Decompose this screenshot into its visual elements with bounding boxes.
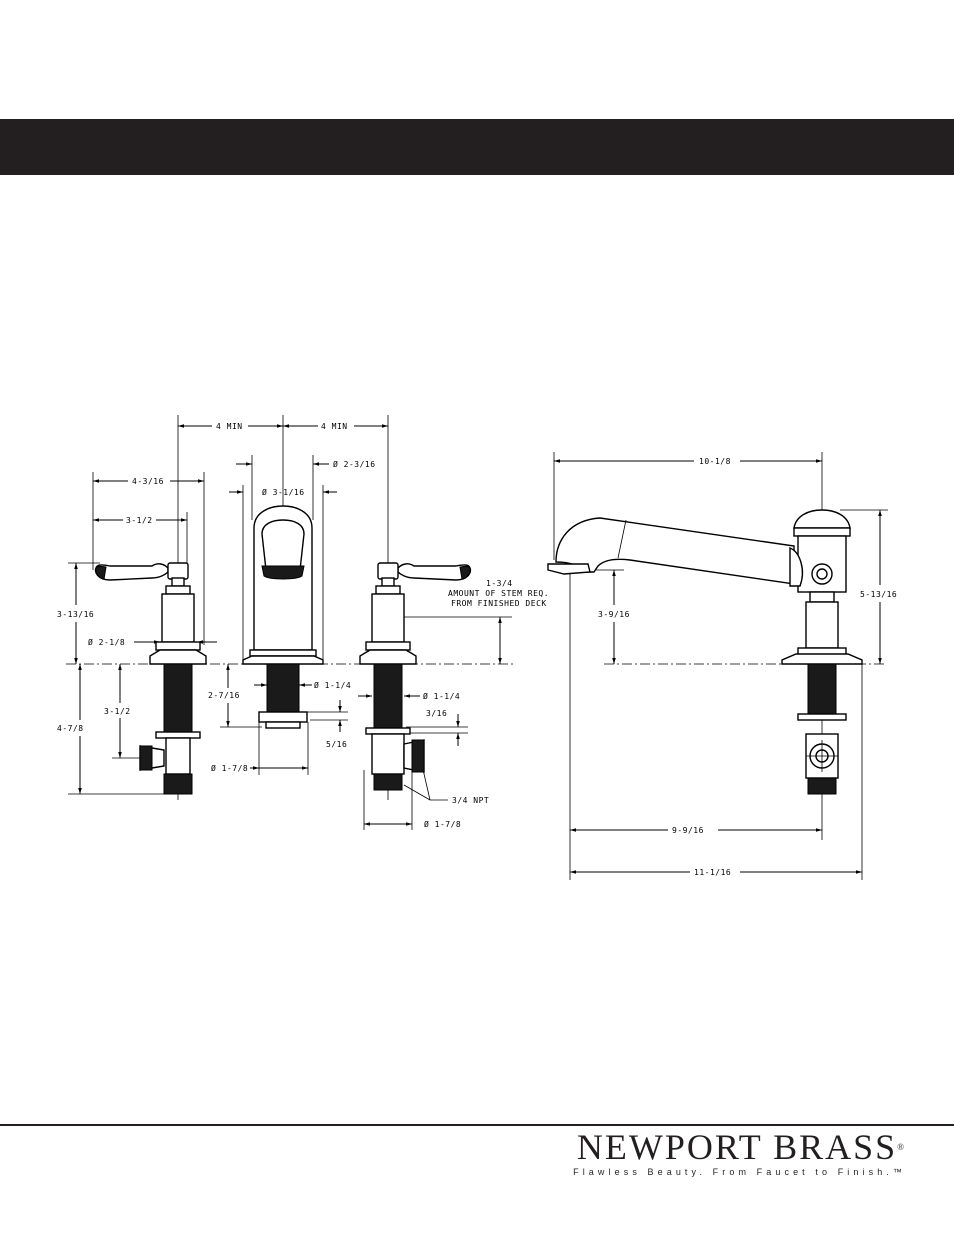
dim-spout-base-dia: Ø 3-1/16 bbox=[262, 487, 305, 497]
dim-side-height: 5-13/16 bbox=[860, 590, 897, 599]
stem-note-line-2: FROM FINISHED DECK bbox=[451, 599, 547, 608]
dim-spout-shank-dia: Ø 1-1/4 bbox=[314, 680, 351, 690]
dim-spout-shank-len: 2-7/16 bbox=[208, 691, 240, 700]
dim-valve-body-dia: Ø 1-7/8 bbox=[424, 819, 461, 829]
brand-logo: NEWPORT BRASS® Flawless Beauty. From Fau… bbox=[573, 1128, 906, 1177]
dim-side-overall: 11-1/16 bbox=[694, 868, 731, 877]
dim-four-min-left: 4 MIN bbox=[216, 422, 243, 431]
dim-four-min-right: 4 MIN bbox=[321, 422, 348, 431]
dim-valve-thread: 3/16 bbox=[426, 709, 447, 718]
dim-valve-depth-left: 3-1/2 bbox=[104, 707, 131, 716]
dim-spout-nut-dia: Ø 1-7/8 bbox=[211, 763, 248, 773]
brand-registered-mark: ® bbox=[897, 1142, 906, 1152]
side-view-faucet bbox=[548, 510, 862, 794]
dim-handle-base-dia: Ø 2-1/8 bbox=[88, 637, 125, 647]
dim-npt: 3/4 NPT bbox=[452, 796, 489, 805]
dim-side-outlet-height: 3-9/16 bbox=[598, 610, 630, 619]
dim-handle-reach: 4-3/16 bbox=[132, 477, 164, 486]
stem-note-line-1: AMOUNT OF STEM REQ. bbox=[448, 589, 549, 598]
brand-tagline: Flawless Beauty. From Faucet to Finish.™ bbox=[573, 1167, 906, 1177]
dim-handle-height: 3-13/16 bbox=[57, 610, 94, 619]
left-valve bbox=[96, 563, 206, 794]
dim-valve-shank-dia: Ø 1-1/4 bbox=[423, 691, 460, 701]
dim-stem: 1-3/4 bbox=[486, 579, 513, 588]
dim-spout-nut-height: 5/16 bbox=[326, 740, 347, 749]
dim-spout-top-dia: Ø 2-3/16 bbox=[333, 459, 376, 469]
footer-rule bbox=[0, 1124, 954, 1126]
dim-handle-offset: 3-1/2 bbox=[126, 516, 153, 525]
dim-side-reach-below: 9-9/16 bbox=[672, 826, 704, 835]
dim-side-reach: 10-1/8 bbox=[699, 457, 731, 466]
dim-below-deck-left: 4-7/8 bbox=[57, 724, 84, 733]
center-spout bbox=[243, 506, 323, 728]
brand-name: NEWPORT BRASS bbox=[577, 1127, 897, 1167]
